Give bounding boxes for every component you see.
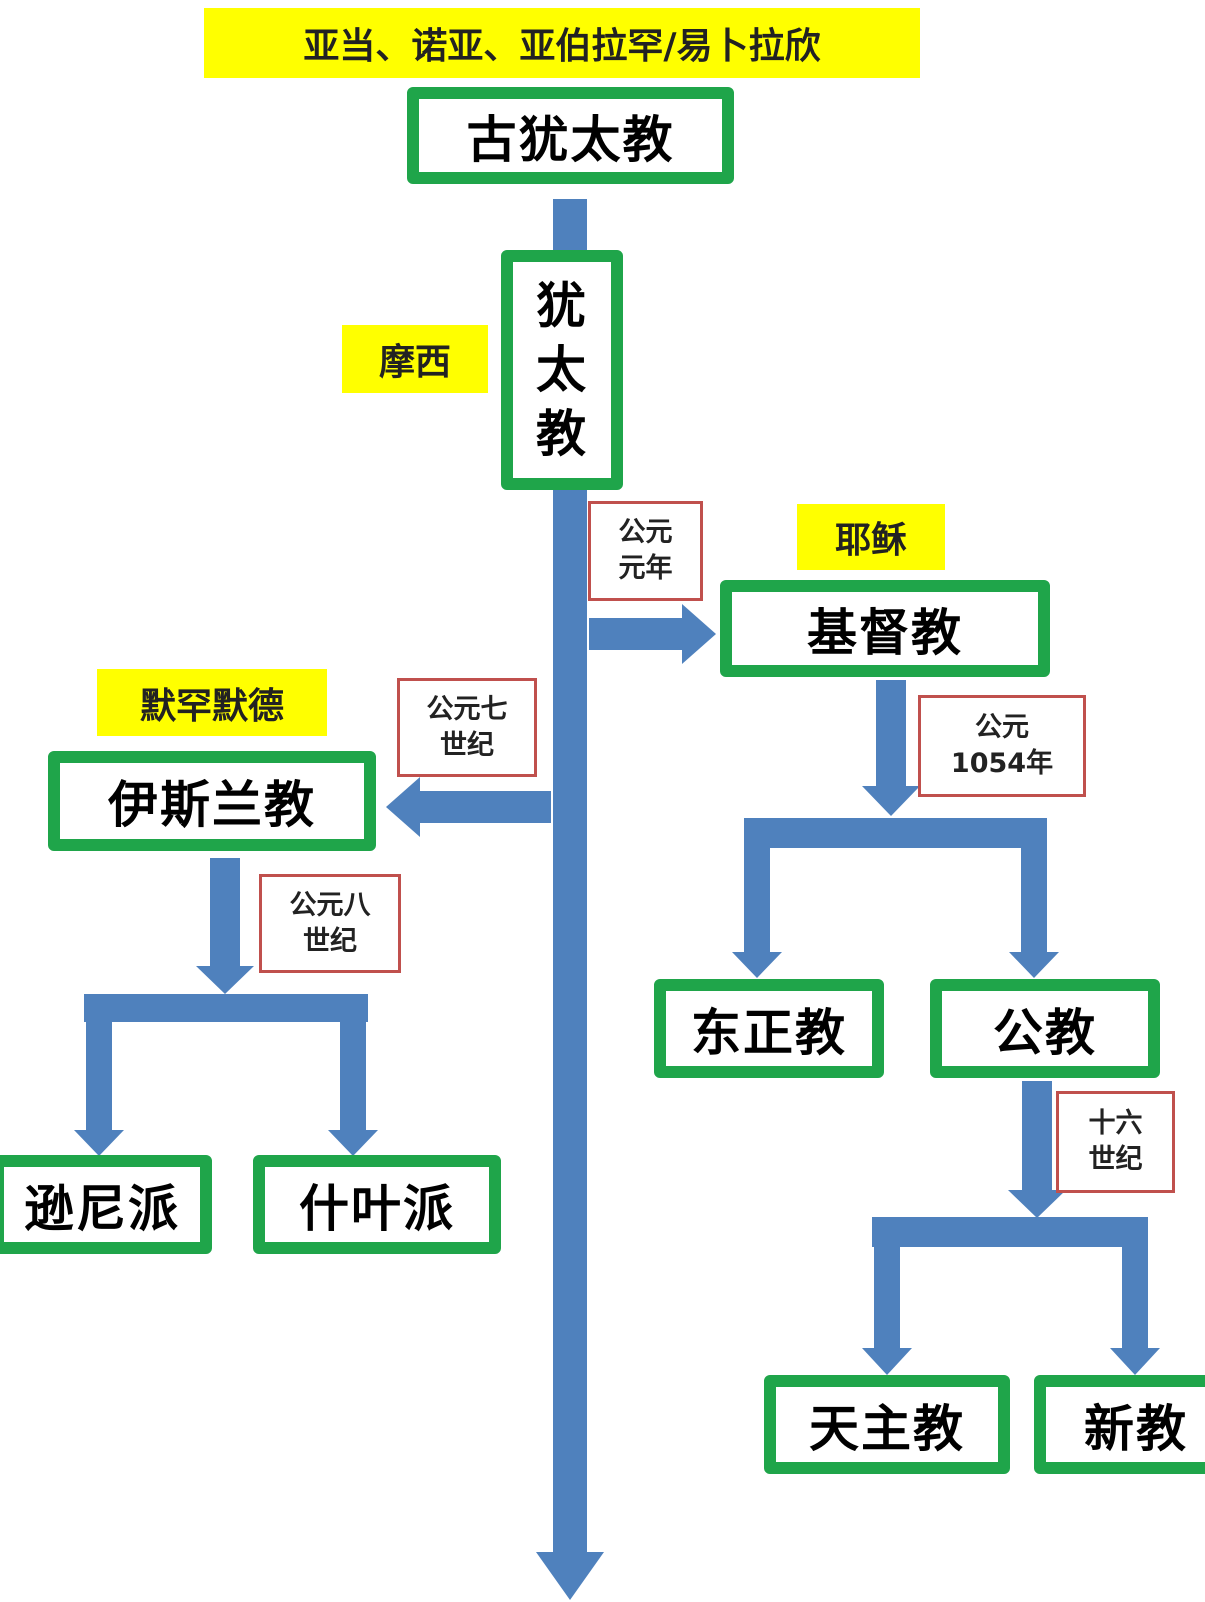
arrow-islam-down [210, 858, 240, 970]
arrow-christianity-down [876, 680, 906, 790]
judaism-char-3: 教 [536, 405, 588, 463]
main-timeline-arrowhead [536, 1552, 604, 1600]
box-christianity: 基督教 [720, 580, 1050, 677]
date-line: 世纪 [303, 925, 357, 957]
date-7th-century: 公元七 世纪 [397, 678, 537, 777]
branch-leg-sunni [86, 994, 112, 1134]
box-ancient-judaism: 古犹太教 [407, 87, 734, 184]
branch-leg-catholicism [874, 1217, 900, 1352]
date-line: 公元八 [289, 889, 371, 921]
arrow-to-islam [418, 791, 551, 823]
date-line: 世纪 [440, 729, 494, 761]
branch-leg-protestantism [1122, 1217, 1148, 1352]
date-line: 公元 [618, 517, 673, 548]
box-shia: 什叶派 [253, 1155, 501, 1254]
box-orthodox: 东正教 [654, 979, 884, 1078]
label-muhammad: 默罕默德 [97, 669, 327, 736]
arrowhead-catholic-church-down [1008, 1190, 1066, 1218]
catholic-branch-bar [872, 1217, 1148, 1247]
arrowhead-protestantism [1110, 1348, 1160, 1375]
box-judaism: 犹 太 教 [501, 250, 623, 490]
arrowhead-to-islam [386, 777, 420, 837]
date-16th-century: 十六 世纪 [1056, 1091, 1175, 1193]
arrowhead-islam-down [196, 966, 254, 994]
date-year-1: 公元 元年 [588, 501, 703, 601]
date-1054: 公元 1054年 [918, 695, 1086, 797]
arrow-catholic-church-down [1022, 1081, 1052, 1193]
box-catholic-church: 公教 [930, 979, 1160, 1078]
arrowhead-orthodox [732, 952, 782, 978]
label-patriarchs: 亚当、诺亚、亚伯拉罕/易卜拉欣 [204, 8, 920, 78]
judaism-char-2: 太 [536, 341, 588, 399]
arrowhead-to-christianity [682, 604, 716, 664]
arrow-to-christianity [589, 618, 684, 650]
branch-leg-orthodox [744, 818, 770, 956]
box-islam: 伊斯兰教 [48, 751, 376, 851]
label-moses: 摩西 [342, 325, 488, 393]
date-line: 公元七 [426, 693, 508, 725]
arrowhead-catholicism [862, 1348, 912, 1375]
box-sunni: 逊尼派 [0, 1155, 212, 1254]
branch-leg-shia [340, 994, 366, 1134]
arrowhead-shia [328, 1130, 378, 1156]
date-line: 世纪 [1088, 1144, 1143, 1175]
box-protestantism: 新教 [1034, 1375, 1205, 1474]
date-line: 十六 [1088, 1108, 1143, 1139]
arrowhead-christianity-down [862, 786, 920, 816]
box-catholicism: 天主教 [764, 1375, 1010, 1474]
date-8th-century: 公元八 世纪 [259, 874, 401, 973]
label-jesus: 耶稣 [797, 504, 945, 570]
date-line: 公元 [975, 712, 1029, 743]
date-line: 1054年 [950, 748, 1054, 779]
date-line: 元年 [618, 553, 673, 584]
islam-branch-bar [84, 994, 368, 1022]
arrowhead-catholic-church [1009, 952, 1059, 978]
christianity-branch-bar [744, 818, 1047, 848]
judaism-char-1: 犹 [536, 277, 588, 335]
branch-leg-catholic-church [1021, 818, 1047, 956]
arrowhead-sunni [74, 1130, 124, 1156]
